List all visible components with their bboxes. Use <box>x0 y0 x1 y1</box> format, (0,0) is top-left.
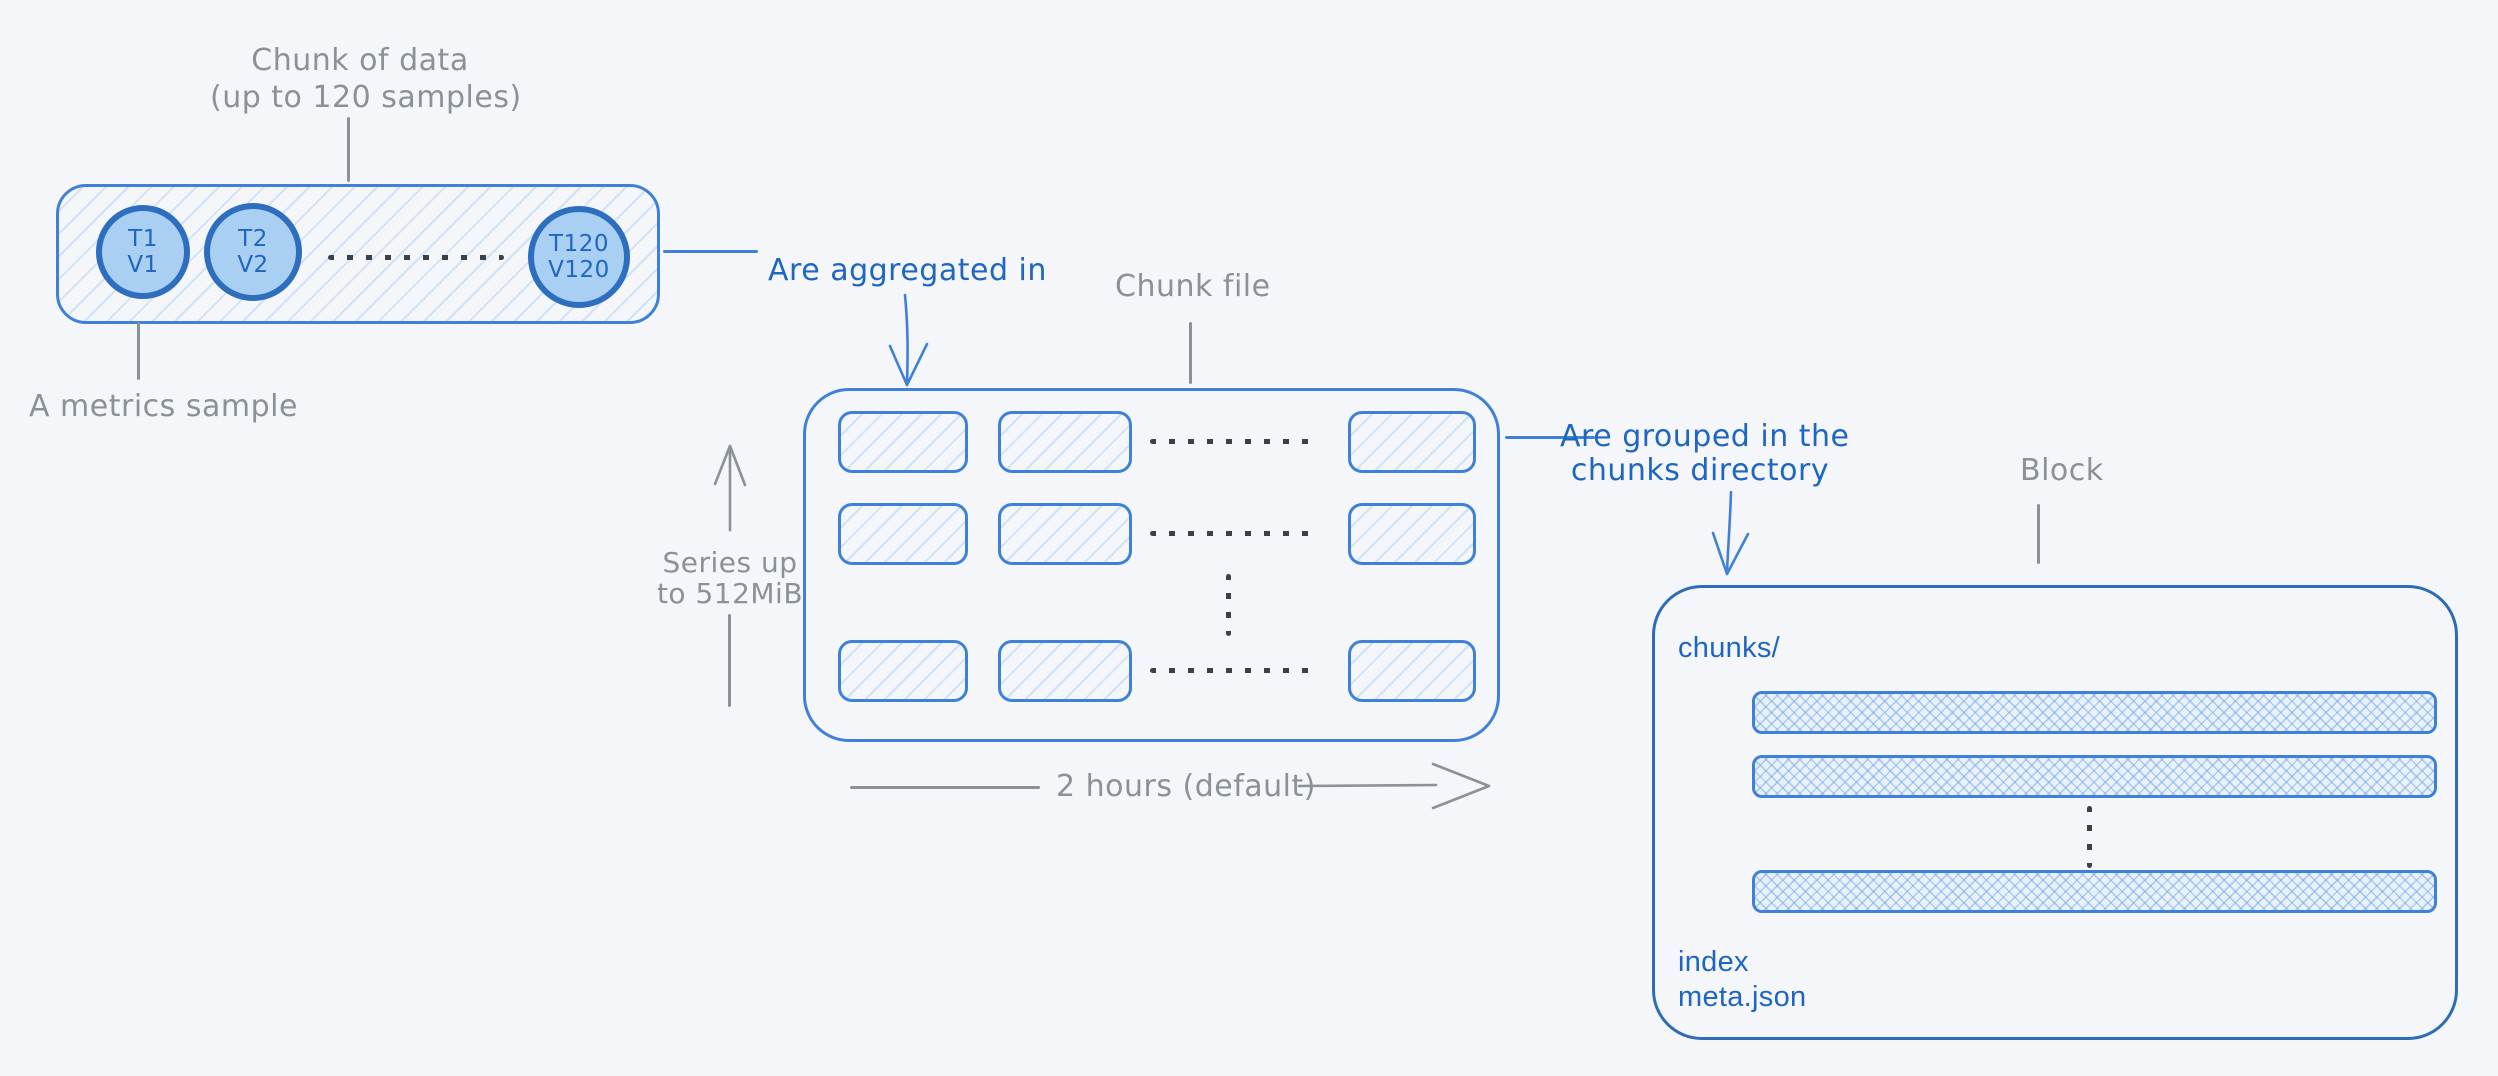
chunk-rect <box>1348 503 1476 565</box>
chunk-file-pointer-line <box>1189 322 1192 384</box>
grouped-arrow-icon <box>1711 490 1750 576</box>
sample-circle-t120: T120 V120 <box>528 206 630 308</box>
chunk-row2-ellipsis-dots <box>1150 531 1320 536</box>
chunk-rect <box>998 411 1132 473</box>
sample-t120-value: V120 <box>548 257 610 283</box>
index-file-label: index <box>1678 946 1749 978</box>
chunk-rect <box>838 411 968 473</box>
chunk-of-data-label-line2: (up to 120 samples) <box>210 80 522 115</box>
grouped-label-line1: Are grouped in the <box>1560 419 1850 454</box>
chunk-file-bar <box>1752 691 2437 734</box>
chunk-row1-ellipsis-dots <box>1150 439 1320 444</box>
series-up-arrow-icon <box>713 444 747 532</box>
duration-right-arrow-icon <box>1297 762 1491 810</box>
chunk-file-bar <box>1752 870 2437 913</box>
chunk-rect <box>1348 411 1476 473</box>
series-size-label-line2: to 512MiB <box>656 577 804 610</box>
metrics-sample-pointer-line <box>137 322 140 380</box>
meta-file-label: meta.json <box>1678 981 1807 1013</box>
sample-circle-t1: T1 V1 <box>96 205 190 299</box>
block-bars-ellipsis-dots <box>2087 806 2092 868</box>
block-box <box>1652 585 2458 1040</box>
sample-t1-time: T1 <box>128 226 158 252</box>
grouped-label-line2: chunks directory <box>1570 453 1830 488</box>
chunk-of-data-box: T1 V1 T2 V2 T120 V120 <box>56 184 660 324</box>
sample-t120-time: T120 <box>549 231 609 257</box>
series-axis-line <box>728 614 731 707</box>
samples-ellipsis-dots <box>328 255 504 260</box>
chunk-file-label: Chunk file <box>1115 269 1271 304</box>
aggregated-connector-line <box>663 250 758 253</box>
chunk-rect <box>998 503 1132 565</box>
metrics-sample-label: A metrics sample <box>29 389 298 424</box>
chunk-rect <box>998 640 1132 702</box>
grouped-label: Are grouped in the chunks directory <box>1560 419 1850 488</box>
block-label: Block <box>2020 453 2104 488</box>
chunk-file-box <box>803 388 1500 742</box>
sample-t2-value: V2 <box>237 252 269 278</box>
sample-t1-value: V1 <box>127 252 159 278</box>
series-size-label: Series up to 512MiB <box>630 547 830 609</box>
grouped-connector-line <box>1505 436 1595 439</box>
chunk-of-data-label-line1: Chunk of data <box>251 43 469 78</box>
aggregated-arrow-icon <box>888 293 929 387</box>
chunk-file-bar <box>1752 755 2437 798</box>
chunk-row3-ellipsis-dots <box>1150 668 1320 673</box>
block-pointer-line <box>2037 504 2040 564</box>
aggregated-label: Are aggregated in <box>768 253 1047 288</box>
sample-circle-t2: T2 V2 <box>204 203 302 301</box>
duration-axis-line-left <box>850 786 1040 789</box>
sample-t2-time: T2 <box>238 226 268 252</box>
chunk-of-data-label: Chunk of data (up to 120 samples) <box>210 42 522 116</box>
chunk-of-data-pointer-line <box>347 117 350 182</box>
duration-label: 2 hours (default) <box>1056 769 1316 804</box>
chunk-rows-ellipsis-dots <box>1226 574 1231 636</box>
chunk-rect <box>838 640 968 702</box>
series-size-label-line1: Series up <box>662 546 798 579</box>
chunks-dir-label: chunks/ <box>1678 632 1781 664</box>
chunk-rect <box>1348 640 1476 702</box>
chunk-rect <box>838 503 968 565</box>
